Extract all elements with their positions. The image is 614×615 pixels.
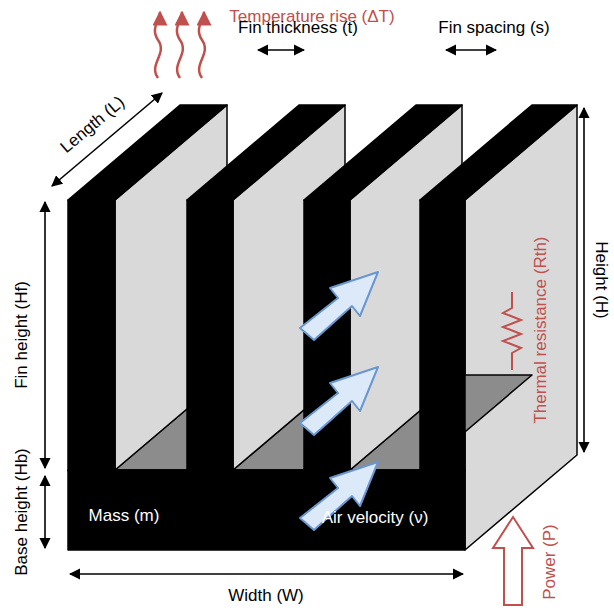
airflow-arrows [300,272,378,530]
dimension-label: Width (W) [228,586,304,606]
airflow-arrow [300,367,378,435]
part-label: Air velocity (ν) [322,508,429,528]
part-label: Mass (m) [89,506,160,526]
resistor-symbol [503,292,521,370]
fin-top [420,105,577,200]
dimension-label: Fin height (Hf) [12,281,32,389]
power-arrow [493,517,533,605]
base-front [68,470,465,550]
power-label: Power (P) [540,524,560,600]
dimension-arrows [45,50,584,574]
dimension-label: Length (L) [57,92,129,157]
dimension-label: Fin spacing (s) [438,18,549,38]
heatsink-body [68,105,577,550]
airflow-arrow [300,272,378,340]
fin-front [68,200,115,471]
fin-front [420,200,465,471]
fin-front [187,200,233,471]
temperature-waves [155,12,205,78]
dimension-label: Height (H) [591,241,611,318]
dimension-label: Fin thickness (t) [238,18,358,38]
dimension-label: Base height (Hb) [12,448,32,576]
thermal-resistance-label: Thermal resistance (Rth) [531,236,551,423]
